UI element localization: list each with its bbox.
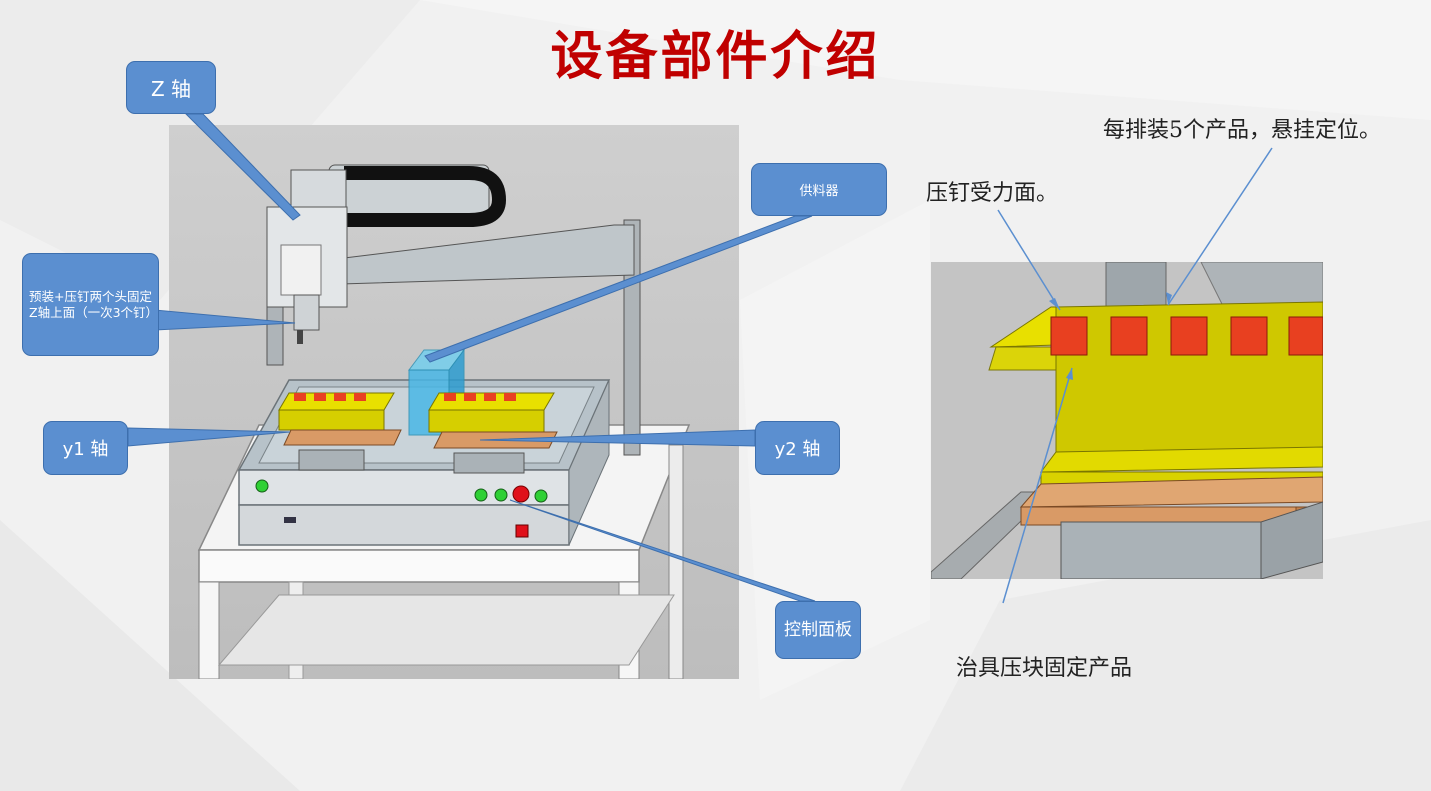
note-row-capacity: 每排装5个产品，悬挂定位。 [1103,118,1381,143]
note-fixture-block: 治具压块固定产品 [956,656,1133,681]
slide-title: 设备部件介绍 [550,27,881,87]
note-force-surface: 压钉受力面。 [926,181,1059,206]
product-row [1050,316,1323,356]
grey-base-block [1060,521,1262,579]
callout-y1-axis: y1 轴 [43,421,128,475]
callout-press-head: 预装+压钉两个头固定Z轴上面（一次3个钉） [22,253,159,356]
callout-z-axis: Z 轴 [126,61,216,114]
y1-fixture [278,392,402,471]
machine-illustration [169,125,739,679]
callout-control-panel: 控制面板 [775,601,861,659]
callout-y2-axis: y2 轴 [755,421,840,475]
fixture-detail-illustration [931,262,1323,579]
z-axis-carriage [266,169,348,344]
callout-feeder: 供料器 [751,163,887,216]
